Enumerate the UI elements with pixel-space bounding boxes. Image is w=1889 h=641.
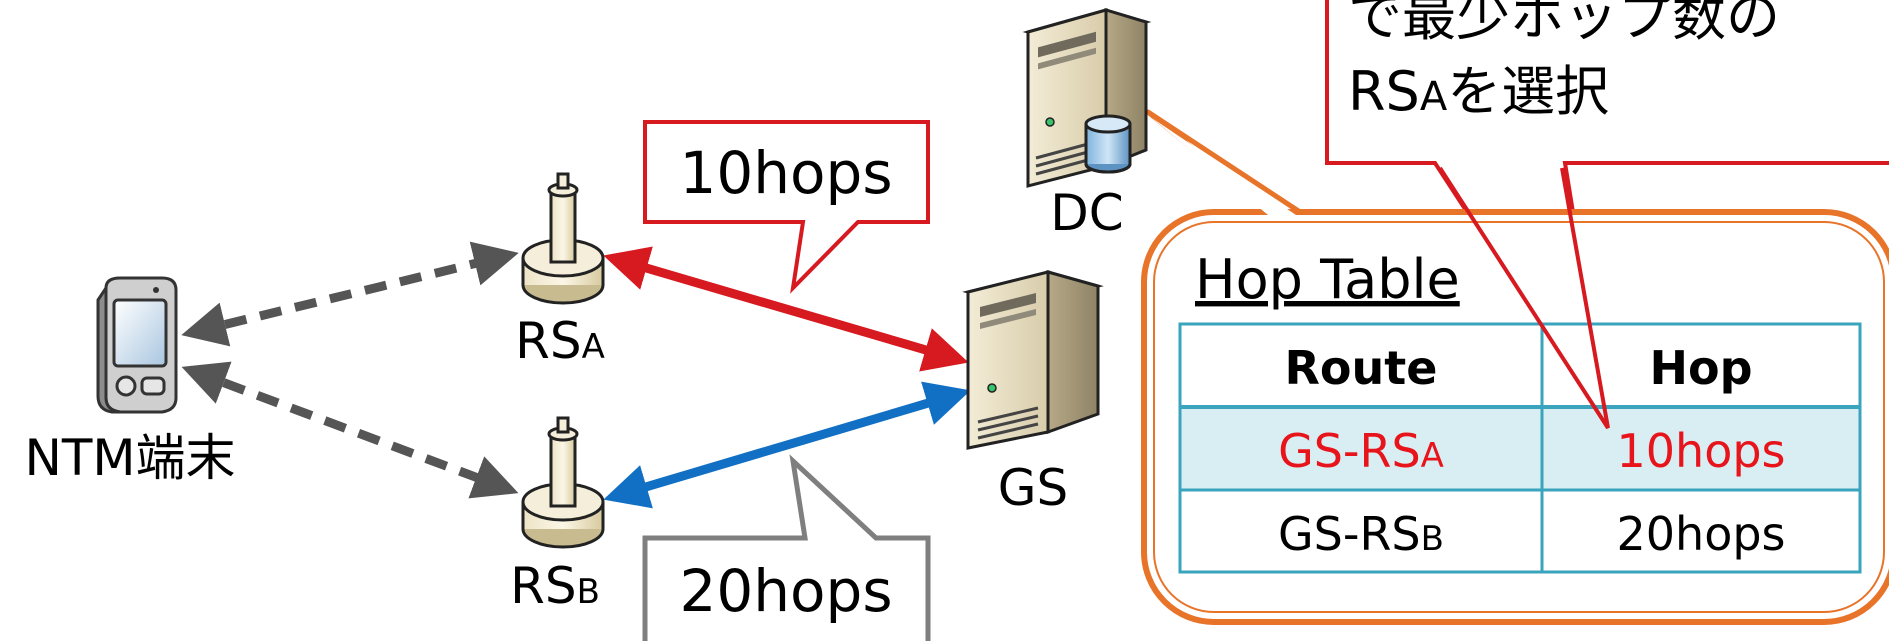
gs-server-icon — [962, 270, 1104, 450]
terminal-label: NTM端末 — [24, 429, 235, 487]
dc-hoptable-link — [1145, 109, 1303, 215]
table-header-hop: Hop — [1649, 341, 1752, 395]
hop-table-title: Hop Table — [1195, 248, 1460, 311]
hops-b-callout-bubble — [642, 454, 931, 641]
selection-callout-line2: RSAを選択 — [1348, 60, 1609, 123]
link-rsa-gs — [603, 246, 969, 372]
hop-table-frame-inner — [1153, 221, 1885, 613]
gs-label: GS — [998, 459, 1068, 517]
table-header-route: Route — [1285, 341, 1438, 395]
table-row-1-route: GS-RSA — [1278, 424, 1444, 478]
relay-station-a-icon — [521, 172, 605, 305]
hops-a-callout-bubble — [643, 120, 930, 294]
relay-station-b-icon — [521, 416, 605, 549]
database-icon — [1084, 114, 1132, 174]
table-row-2-hop: 20hops — [1617, 507, 1786, 561]
rs-b-label: RSB — [510, 557, 600, 615]
table-row-2-route: GS-RSB — [1278, 507, 1444, 561]
dc-label: DC — [1050, 184, 1123, 242]
link-terminal-rsa — [181, 241, 519, 347]
selection-callout-pointer — [1438, 166, 1610, 430]
link-rsb-gs — [603, 381, 971, 509]
rs-a-label: RSA — [515, 312, 605, 370]
selection-callout-line1: で最少ホップ数の — [1348, 0, 1780, 48]
hops-a-callout-text: 10hops — [679, 139, 892, 207]
hops-b-callout-text: 20hops — [679, 557, 892, 625]
table-row-1-hop: 10hops — [1617, 424, 1786, 478]
table-row-highlight — [1180, 407, 1860, 490]
link-terminal-rsb — [181, 361, 519, 499]
hop-table: Route Hop GS-RSA 10hops GS-RSB 20hops — [1178, 322, 1862, 574]
handheld-terminal-icon — [96, 276, 178, 414]
